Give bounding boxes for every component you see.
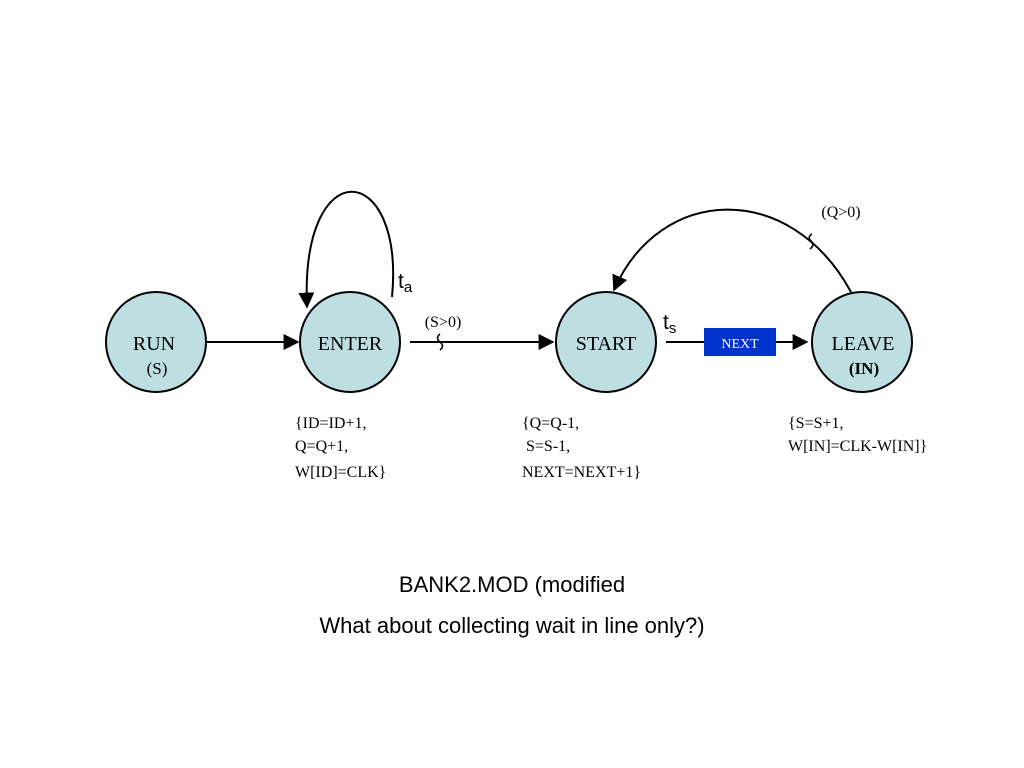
node-run	[105, 291, 207, 393]
node-leave-sub: (IN)	[849, 359, 879, 378]
delay-ts: ts	[663, 311, 676, 337]
node-run-sub: (S)	[147, 359, 168, 378]
node-leave-label: LEAVE	[832, 333, 895, 355]
delay-ta: ta	[398, 270, 413, 296]
node-enter	[299, 291, 401, 393]
caption-line1: BANK2.MOD (modified	[398, 572, 626, 597]
actions-start: {Q=Q-1, S=S-1, NEXT=NEXT+1}	[0, 0, 653, 481]
node-start	[555, 291, 657, 393]
condition-squiggle-icon	[808, 233, 814, 250]
caption-line2: What about collecting wait in line only?…	[319, 613, 705, 638]
node-run-label: RUN	[133, 333, 175, 355]
condition-enter-start: (S>0)	[425, 314, 462, 331]
next-event-box	[704, 328, 776, 356]
actions-enter: {ID=ID+1, Q=Q+1, W[ID]=CLK}	[295, 415, 386, 481]
node-start-label: START	[576, 333, 637, 355]
condition-leave-start: (Q>0)	[821, 204, 860, 221]
node-leave	[811, 291, 913, 393]
edge-enter-self-loop	[298, 190, 395, 309]
actions-leave: {S=S+1, W[IN]=CLK-W[IN]}	[788, 415, 927, 455]
condition-squiggle-icon	[436, 333, 444, 351]
next-event-label: NEXT	[721, 337, 759, 352]
node-enter-label: ENTER	[318, 333, 383, 355]
edge-leave-start	[612, 208, 852, 293]
